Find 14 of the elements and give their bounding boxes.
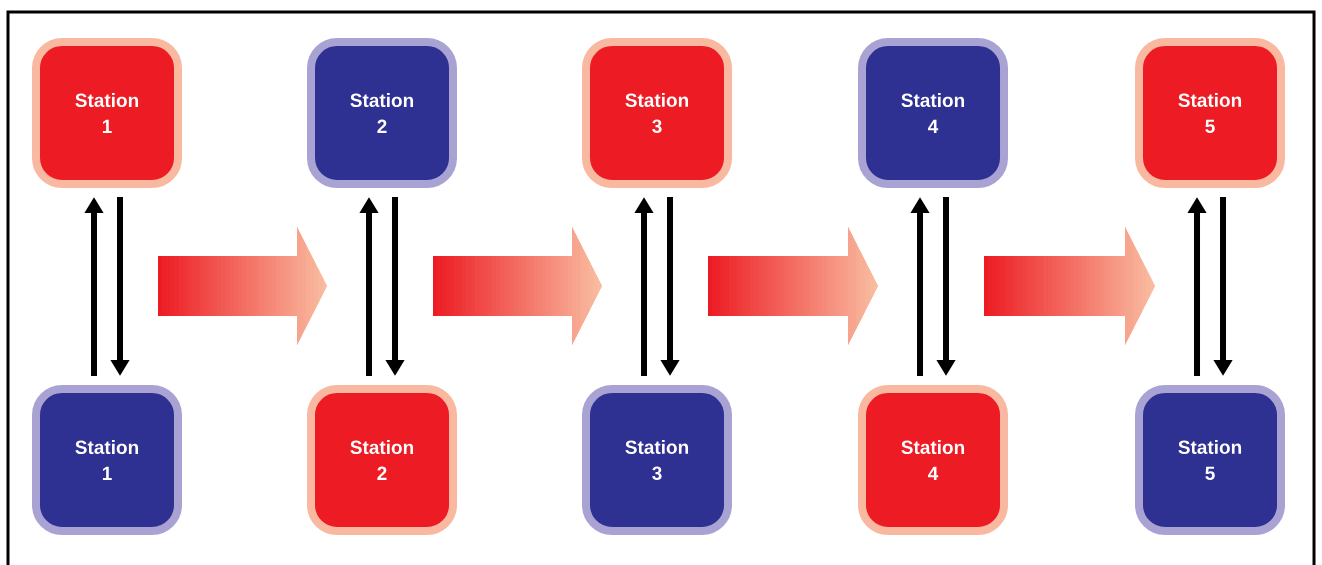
station-box: Station 2 — [307, 38, 457, 188]
station-box: Station 5 — [1135, 38, 1285, 188]
station-box: Station 3 — [582, 38, 732, 188]
station-box: Station 1 — [32, 38, 182, 188]
station-box: Station 5 — [1135, 385, 1285, 535]
station-box: Station 3 — [582, 385, 732, 535]
station-box: Station 4 — [858, 385, 1008, 535]
flow-arrow — [708, 227, 878, 345]
station-box: Station 4 — [858, 38, 1008, 188]
flow-arrow — [984, 227, 1155, 345]
flow-arrow — [158, 227, 327, 345]
station-box: Station 2 — [307, 385, 457, 535]
flow-arrow — [433, 227, 602, 345]
station-box: Station 1 — [32, 385, 182, 535]
